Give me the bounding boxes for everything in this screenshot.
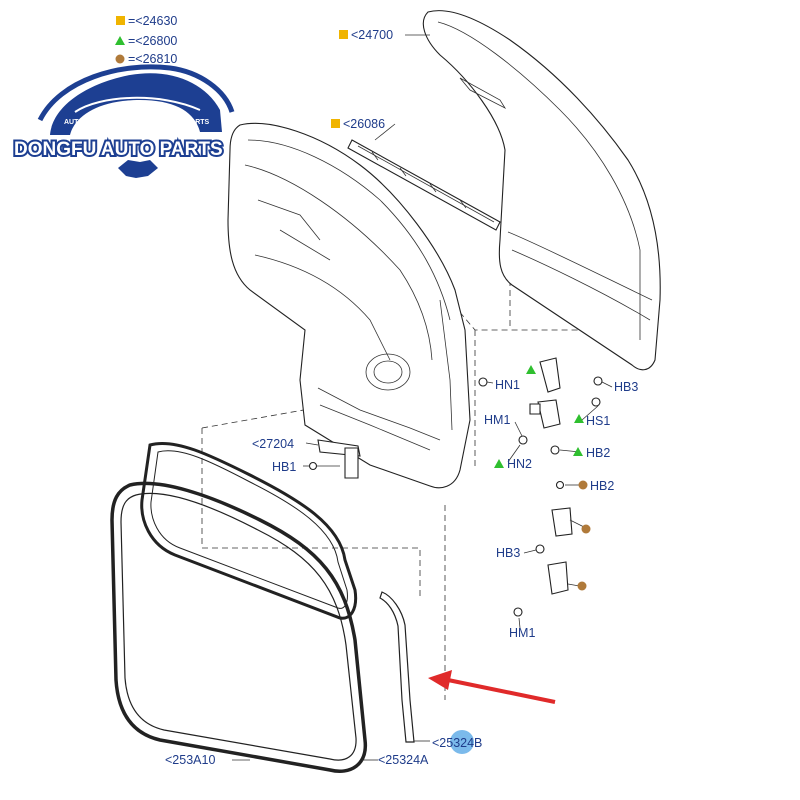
circle-marker [581,524,591,534]
label-25324a: <25324A [378,753,429,767]
label-25324b: <25324B [432,736,482,750]
triangle-marker [526,365,536,374]
leader-lines [232,34,613,761]
callout-markers [331,30,591,754]
check-strap [308,439,361,479]
square-marker [331,119,340,128]
callout-labels: <24700 <26086 <27204 HB1 HN1 HB3 HM1 HS1… [165,28,638,767]
square-marker [339,30,348,39]
door-seal-strip [379,591,415,743]
legend: =<24630 =<26800 =<26810 [115,14,177,66]
label-hb2-lower: HB2 [590,479,614,493]
legend-triangle-icon [115,36,125,45]
legend-square-icon [116,16,125,25]
triangle-marker [574,414,584,423]
label-27204: <27204 [252,437,294,451]
label-26086: <26086 [343,117,385,131]
label-hs1: HS1 [586,414,610,428]
outer-door-panel [422,10,661,371]
legend-square-text: =<24630 [128,14,177,28]
logo-arc-right: PARTS [186,119,210,126]
label-hb2-upper: HB2 [586,446,610,460]
red-arrow [428,670,556,704]
legend-circle-text: =<26810 [128,52,177,66]
logo-car-arc-icon [50,73,222,135]
triangle-marker [494,459,504,468]
belt-moulding [347,139,501,231]
logo-arc-left: AUTO [64,119,84,126]
label-hb3-left: HB3 [496,546,520,560]
circle-marker [577,581,587,591]
legend-triangle-text: =<26800 [128,34,177,48]
inner-door-frame [227,122,471,489]
watermark-logo: AUTO PARTS DONGFU AUTO PARTS [12,64,235,178]
label-253a10: <253A10 [165,753,215,767]
label-hm1-bottom: HM1 [509,626,535,640]
label-hn2: HN2 [507,457,532,471]
door-seal-main [110,481,367,773]
triangle-marker [573,447,583,456]
legend-circle-icon [115,54,125,64]
circle-marker [578,480,588,490]
label-hn1: HN1 [495,378,520,392]
label-24700: <24700 [351,28,393,42]
label-hb1: HB1 [272,460,296,474]
door-seal-outer [140,441,358,620]
hinge-assembly-upper [478,357,603,455]
highlight-dot [450,730,474,754]
hinge-assembly-lower [513,480,587,617]
label-hb3-right: HB3 [614,380,638,394]
label-hm1-top: HM1 [484,413,510,427]
logo-handshake-icon [118,160,158,178]
logo-brand-text: DONGFU AUTO PARTS [14,139,223,160]
